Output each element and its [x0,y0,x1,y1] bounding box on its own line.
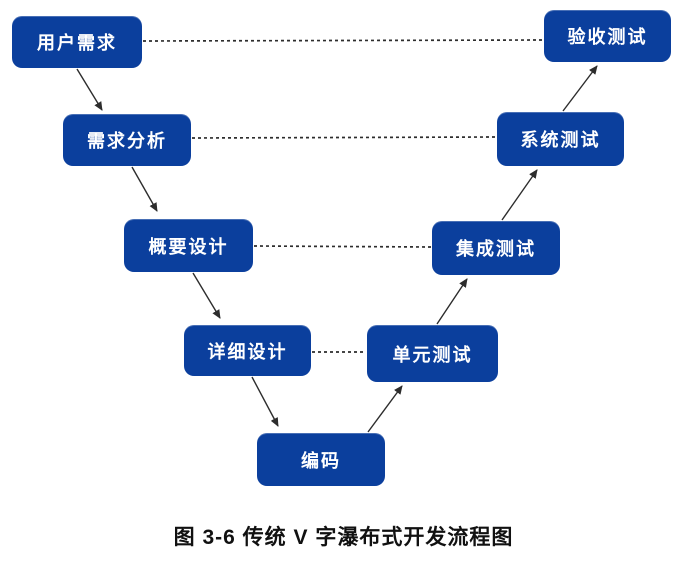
node-acceptance-testing: 验收测试 [544,10,671,62]
node-unit-testing-label: 单元测试 [392,344,473,365]
solid-arrow-unit-testing-to-integration-testing [436,278,468,325]
node-system-testing-label: 系统测试 [520,130,601,150]
node-coding: 编码 [257,433,385,486]
node-requirements-analysis: 需求分析 [63,114,191,166]
node-unit-testing: 单元测试 [367,325,498,382]
solid-arrow-requirements-analysis-to-high-level-design [131,166,158,212]
solid-arrow-system-testing-to-acceptance-testing [562,65,598,112]
node-user-requirements: 用户需求 [12,16,142,68]
node-acceptance-testing-label: 验收测试 [567,27,648,47]
node-integration-testing: 集成测试 [432,221,560,275]
solid-arrow-integration-testing-to-system-testing [501,169,538,221]
solid-arrow-detailed-design-to-coding [251,376,279,427]
solid-arrow-coding-to-unit-testing [367,385,403,433]
node-high-level-design-label: 概要设计 [148,236,229,257]
node-integration-testing-label: 集成测试 [456,239,536,259]
solid-arrow-high-level-design-to-detailed-design [192,272,221,319]
node-coding-label: 编码 [301,450,341,471]
node-high-level-design: 概要设计 [124,219,253,272]
node-system-testing: 系统测试 [497,112,624,166]
node-requirements-analysis-label: 需求分析 [87,131,167,151]
node-detailed-design-label: 详细设计 [207,341,288,362]
dashed-connector-requirements-analysis-system-testing [191,136,497,139]
node-detailed-design: 详细设计 [184,325,311,376]
node-user-requirements-label: 用户需求 [37,33,117,53]
dashed-connector-high-level-design-integration-testing [253,245,432,248]
dashed-connector-user-requirements-acceptance-testing [142,39,544,42]
solid-arrow-user-requirements-to-requirements-analysis [76,68,103,111]
figure-caption: 图 3-6 传统 V 字瀑布式开发流程图 [173,526,514,549]
